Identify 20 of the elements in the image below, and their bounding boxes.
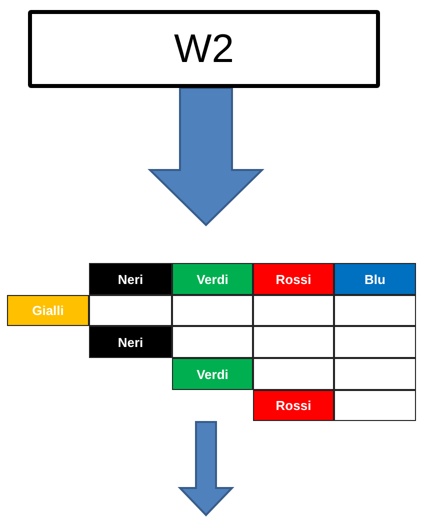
header-cell — [253, 263, 334, 295]
header-cell — [172, 358, 253, 390]
header-cell — [89, 326, 172, 358]
cell-label: Neri — [118, 272, 144, 286]
cell-label: Verdi — [196, 272, 228, 286]
cell-label: Gialli — [32, 303, 64, 318]
header-cell — [7, 295, 89, 326]
header-cell — [89, 263, 172, 295]
title-box — [28, 10, 380, 88]
box-label: W2 — [174, 26, 234, 72]
cell-label: Neri — [118, 334, 144, 350]
cell-label: Rossi — [276, 272, 312, 286]
block-arrow — [148, 87, 264, 226]
cell-label: Blu — [364, 272, 386, 286]
header-cell — [334, 263, 416, 295]
header-cell — [172, 263, 253, 295]
header-cell — [253, 390, 334, 421]
cell-label: Verdi — [196, 366, 228, 382]
block-arrow — [178, 421, 234, 516]
cell-label: Rossi — [276, 398, 312, 413]
